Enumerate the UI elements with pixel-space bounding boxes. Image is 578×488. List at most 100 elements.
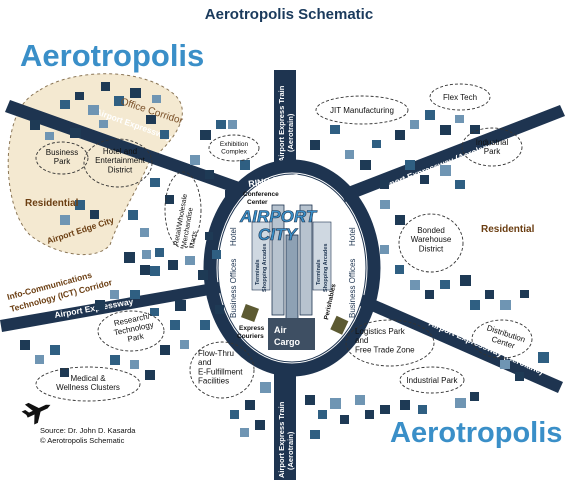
building-block — [470, 125, 480, 134]
runway-left — [271, 204, 285, 316]
label-line: Logistics Park — [355, 327, 406, 336]
building-block — [180, 340, 189, 349]
runway-center — [285, 234, 299, 331]
building-block — [372, 140, 381, 148]
residential-right-label: Residential — [481, 224, 535, 235]
hotel-right-label: Hotel — [348, 227, 357, 246]
expressway-bottom-left-road — [0, 280, 232, 332]
aerotrain-top-label-line2: (Aerotrain) — [286, 113, 295, 152]
ring-road — [203, 159, 381, 377]
building-block — [190, 155, 200, 165]
building-block — [470, 392, 479, 401]
flow-thru-cluster — [189, 341, 255, 399]
label-line: Flow-Thru — [198, 349, 234, 358]
building-block — [160, 130, 169, 139]
label-line: Industrial — [476, 138, 509, 147]
building-block — [60, 368, 69, 377]
building-block — [500, 300, 511, 310]
medical-wellness-cluster — [35, 366, 141, 402]
building-block — [140, 265, 150, 275]
express-couriers-line2: Couriers — [237, 333, 264, 340]
building-block — [485, 290, 494, 299]
page-title: Aerotropolis Schematic — [205, 6, 373, 23]
building-block — [395, 265, 404, 274]
air-cargo-line1: Air — [274, 325, 287, 335]
building-block — [470, 300, 480, 310]
exhibition-complex-cluster — [208, 134, 260, 162]
building-block — [215, 305, 224, 314]
express-couriers-line1: Express — [239, 325, 265, 332]
building-block — [305, 395, 315, 405]
label-line: and — [355, 336, 368, 345]
aerotrain-bottom-label-line2: (Aerotrain) — [286, 431, 295, 470]
building-block — [30, 120, 40, 130]
building-block — [310, 430, 320, 439]
building-block — [90, 210, 99, 219]
building-block — [20, 340, 30, 350]
brand-top-left: Aerotropolis — [20, 38, 204, 73]
building-block — [205, 170, 214, 179]
aerotrain-bottom-track — [274, 368, 296, 480]
building-block — [200, 320, 210, 330]
expressway-top-right-road — [340, 105, 565, 202]
building-block — [355, 395, 365, 405]
building-block — [75, 92, 84, 100]
building-block — [35, 355, 44, 364]
aerotrain-top-label-line1: Airport Express Train — [277, 85, 286, 162]
building-block — [255, 420, 265, 430]
perishables-block — [330, 315, 349, 335]
label-line: Park — [54, 157, 71, 166]
building-block — [130, 360, 139, 369]
airplane-icon — [21, 402, 51, 425]
building-block — [142, 250, 151, 259]
building-block — [395, 215, 405, 225]
label-line: and — [198, 358, 211, 367]
bonded-warehouse-cluster — [398, 213, 464, 273]
business-park-cluster — [35, 141, 89, 175]
building-block — [101, 82, 110, 91]
express-couriers-block — [241, 304, 259, 322]
building-block — [130, 88, 141, 98]
label-line: Exhibition — [220, 141, 249, 148]
label-line: Entertainment — [95, 156, 146, 165]
building-block — [75, 200, 85, 210]
retail-marts-cluster — [164, 171, 202, 249]
building-block — [420, 175, 429, 184]
business-offices-left-label: Business Offices — [229, 259, 238, 318]
building-block — [455, 398, 466, 408]
building-blocks — [20, 82, 549, 439]
building-block — [168, 260, 178, 270]
building-block — [418, 405, 427, 414]
building-block — [155, 248, 164, 257]
label-line: Complex — [221, 149, 247, 156]
label-line: Facilities — [198, 377, 229, 386]
building-block — [146, 115, 156, 124]
building-block — [145, 370, 155, 380]
source-credit: Source: Dr. John D. Kasarda — [40, 426, 136, 435]
brand-bottom-right: Aerotropolis — [390, 417, 562, 449]
building-block — [425, 290, 434, 299]
building-block — [124, 252, 135, 263]
building-block — [228, 120, 237, 129]
building-block — [440, 125, 451, 135]
building-block — [130, 290, 140, 299]
building-block — [440, 280, 450, 289]
copyright-note: © Aerotropolis Schematic — [40, 436, 125, 445]
runway-right — [299, 204, 313, 316]
building-block — [165, 195, 174, 204]
label-line: District — [419, 244, 444, 253]
flex-tech-label: Flex Tech — [443, 93, 477, 102]
label-line: District — [108, 165, 133, 174]
conference-center-block — [225, 190, 235, 197]
residential-left-label: Residential — [25, 198, 79, 209]
distribution-center-cluster — [471, 319, 533, 359]
research-tech-label: Research/TechnologyPark — [111, 311, 156, 346]
research-tech-cluster — [97, 310, 165, 352]
jit-manufacturing-cluster — [315, 95, 409, 125]
building-block — [260, 382, 271, 393]
label-line: Marts — [189, 230, 199, 249]
